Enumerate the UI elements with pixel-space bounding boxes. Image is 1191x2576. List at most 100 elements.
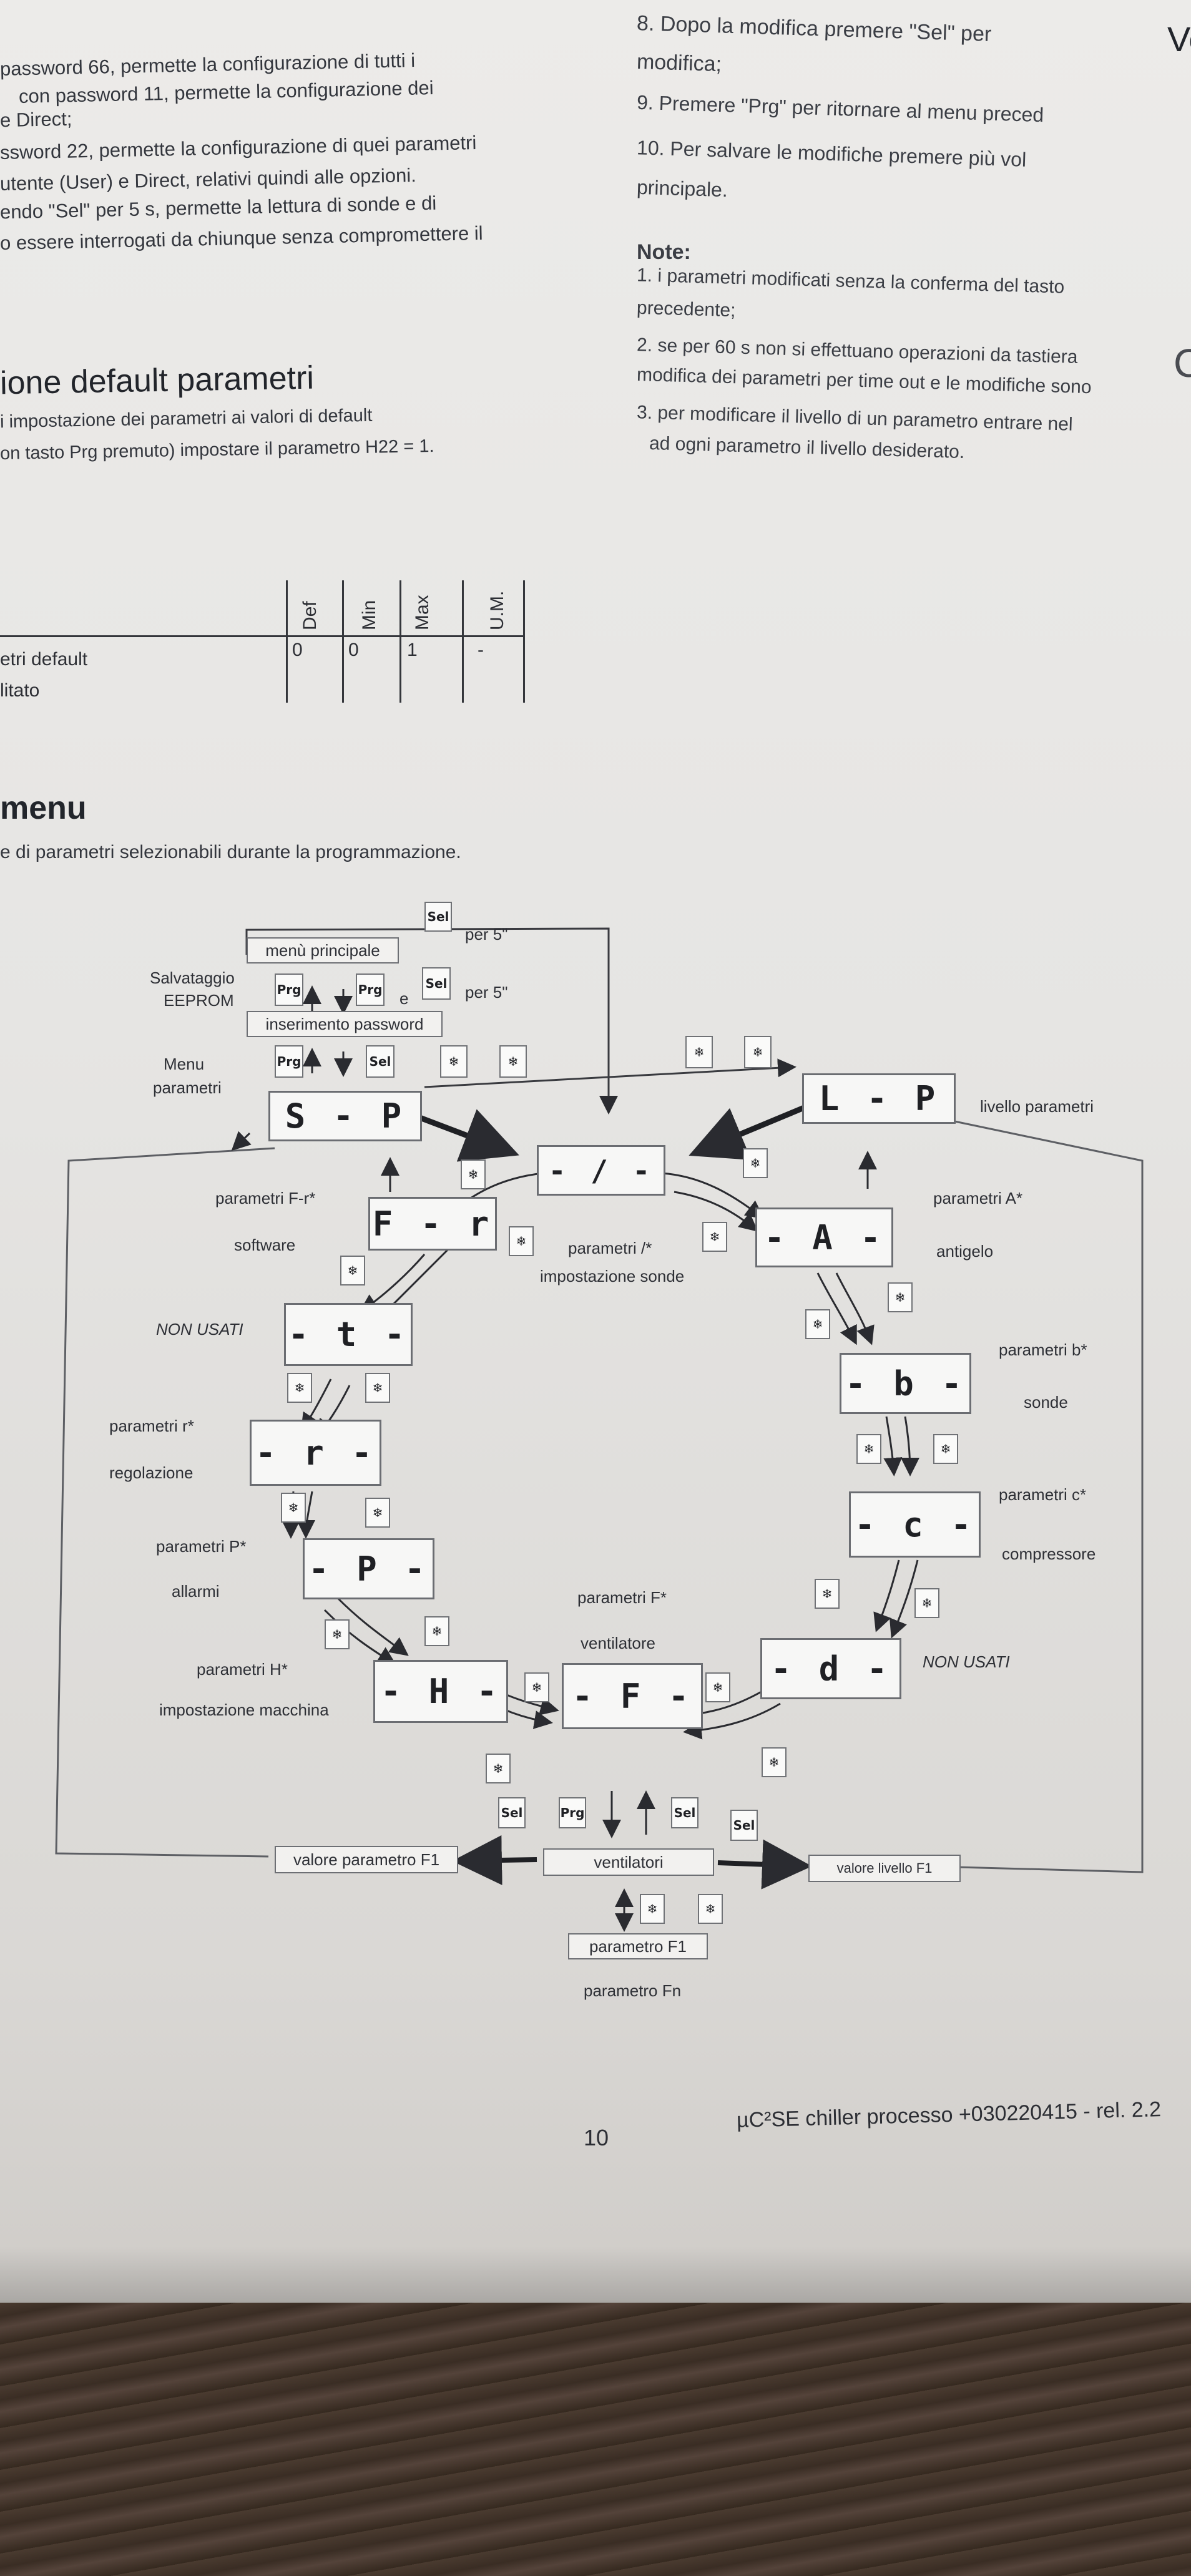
table-divider-5 — [523, 580, 525, 703]
table-divider-4 — [462, 580, 464, 703]
label-b-2: sonde — [1024, 1393, 1068, 1412]
snow-key-8: ❄ — [509, 1226, 534, 1256]
parametro-f1-box: parametro F1 — [568, 1933, 708, 1959]
label-d-1: NON USATI — [923, 1652, 1010, 1671]
label-p-1: parametri P* — [156, 1537, 247, 1556]
label-f-1: parametri F* — [577, 1588, 667, 1607]
snow-key-18: ❄ — [815, 1579, 840, 1609]
table-rule — [0, 635, 524, 637]
edge-mark-c: C — [1174, 341, 1191, 386]
value-um: - — [478, 640, 484, 660]
salvataggio-label: Salvataggio — [150, 968, 235, 987]
display-fr: F - r — [368, 1197, 497, 1251]
value-max: 1 — [407, 640, 418, 660]
label-slash-2: impostazione sonde — [540, 1267, 685, 1286]
display-b: - b - — [840, 1353, 971, 1414]
snow-key-12: ❄ — [287, 1373, 312, 1403]
label-b-1: parametri b* — [999, 1340, 1087, 1359]
snow-key-1: ❄ — [440, 1045, 468, 1078]
prg-key-1: Prg — [275, 973, 303, 1006]
per5-label: per 5" — [465, 983, 508, 1002]
snow-key-21: ❄ — [424, 1616, 449, 1646]
display-lp: L - P — [802, 1073, 956, 1124]
snow-key-9: ❄ — [702, 1222, 727, 1252]
snow-key-6: ❄ — [743, 1148, 768, 1178]
page-shadow — [0, 2247, 1191, 2303]
label-f-2: ventilatore — [581, 1634, 655, 1652]
manual-page: password 66, permette la configurazione … — [0, 0, 1191, 2303]
display-center: - / - — [537, 1145, 665, 1196]
display-t: - t - — [284, 1303, 413, 1366]
value-min: 0 — [348, 640, 359, 660]
snow-key-20: ❄ — [325, 1619, 350, 1649]
prg-key-2: Prg — [356, 973, 385, 1006]
display-f: - F - — [562, 1663, 703, 1729]
snow-key-24: ❄ — [486, 1754, 511, 1783]
label-fr-1: parametri F-r* — [215, 1189, 316, 1208]
edge-mark-ver: Ver — [1167, 19, 1191, 59]
value-def: 0 — [292, 640, 303, 660]
livello-parametri-label: livello parametri — [980, 1097, 1094, 1116]
snow-key-22: ❄ — [524, 1672, 549, 1702]
snow-key-11: ❄ — [888, 1282, 913, 1312]
table-divider-2 — [342, 580, 344, 703]
snow-key-3: ❄ — [685, 1036, 713, 1068]
label-c-2: compressore — [1002, 1544, 1096, 1563]
label-r-1: parametri r* — [109, 1417, 194, 1435]
parametro-fn-label: parametro Fn — [584, 1981, 682, 2000]
sel-key-bottom-3: Sel — [730, 1810, 758, 1841]
notes-title: Note: — [637, 240, 691, 264]
table-divider-1 — [286, 580, 288, 703]
row-label-1: etri default — [0, 649, 88, 670]
snow-key-25: ❄ — [762, 1747, 787, 1777]
display-c: - c - — [849, 1491, 981, 1558]
sel-key-bottom-1: Sel — [498, 1797, 526, 1828]
row-label-2: litato — [0, 680, 40, 701]
snow-key-27: ❄ — [698, 1894, 723, 1924]
label-a-2: antigelo — [936, 1242, 994, 1261]
valore-livello-box: valore livello F1 — [808, 1855, 961, 1882]
sel-key-top: Sel — [424, 902, 452, 932]
menu-subtitle: e di parametri selezionabili durante la … — [0, 842, 461, 862]
sel-key-2: Sel — [422, 967, 451, 1000]
display-h: - H - — [373, 1660, 508, 1723]
label-a-1: parametri A* — [933, 1189, 1023, 1208]
label-slash-1: parametri /* — [568, 1239, 652, 1257]
label-r-2: regolazione — [109, 1463, 194, 1482]
parametri-label: parametri — [153, 1078, 222, 1097]
ventilatori-box: ventilatori — [543, 1848, 714, 1876]
snow-key-5: ❄ — [461, 1159, 486, 1189]
menu-title: menu — [0, 790, 87, 826]
display-d: - d - — [760, 1638, 901, 1699]
default-params-table: Def Min Max U.M. etri default litato 0 0… — [0, 580, 549, 705]
label-t-1: NON USATI — [156, 1320, 243, 1339]
table-divider-3 — [399, 580, 401, 703]
snow-key-14: ❄ — [856, 1434, 881, 1464]
display-sp: S - P — [268, 1091, 422, 1141]
inserimento-password-box: inserimento password — [247, 1011, 443, 1037]
snow-key-2: ❄ — [499, 1045, 527, 1078]
prg-key-3: Prg — [275, 1045, 303, 1078]
wooden-table-background — [0, 2303, 1191, 2576]
snow-key-15: ❄ — [933, 1434, 958, 1464]
e-label: e — [399, 989, 409, 1008]
snow-key-7: ❄ — [340, 1256, 365, 1286]
snow-key-13: ❄ — [365, 1373, 390, 1403]
valore-parametro-box: valore parametro F1 — [275, 1846, 458, 1873]
snow-key-19: ❄ — [914, 1588, 939, 1618]
display-a: - A - — [755, 1208, 893, 1267]
snow-key-4: ❄ — [744, 1036, 772, 1068]
snow-key-26: ❄ — [640, 1894, 665, 1924]
sel-key-bottom-2: Sel — [671, 1797, 698, 1828]
snow-key-10: ❄ — [805, 1309, 830, 1339]
label-p-2: allarmi — [172, 1582, 220, 1601]
sel-key-3: Sel — [366, 1045, 395, 1078]
label-h-1: parametri H* — [197, 1660, 288, 1679]
display-r: - r - — [250, 1420, 381, 1486]
page-number: 10 — [584, 2125, 609, 2150]
eeprom-label: EEPROM — [164, 991, 234, 1010]
menu-label: Menu — [164, 1055, 205, 1073]
display-p: - P - — [303, 1538, 434, 1599]
per5-top-label: per 5" — [465, 925, 508, 944]
snow-key-16: ❄ — [281, 1493, 306, 1523]
